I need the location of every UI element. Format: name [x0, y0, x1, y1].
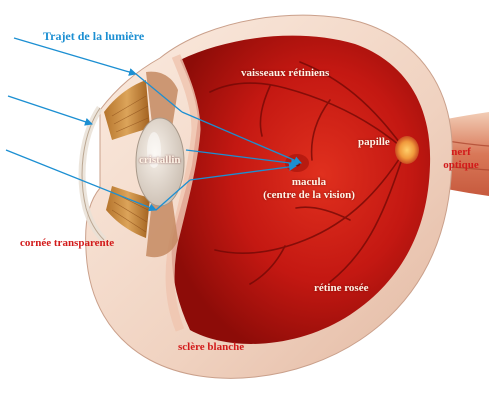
- label-sclera: sclère blanche: [178, 341, 244, 354]
- label-light-path: Trajet de la lumière: [43, 30, 144, 43]
- label-papilla: papille: [358, 136, 390, 149]
- light-ray-2: [8, 96, 92, 124]
- label-lens: cristallin: [139, 154, 181, 167]
- label-cornea: cornée transparente: [20, 237, 114, 250]
- label-optic-nerve-line2: optique: [436, 159, 486, 172]
- papilla-disc: [395, 136, 419, 164]
- label-optic-nerve-line1: nerf: [436, 146, 486, 159]
- label-optic-nerve: nerf optique: [436, 146, 486, 172]
- light-ray-1: [14, 38, 136, 74]
- label-retinal-vessels: vaisseaux rétiniens: [241, 67, 329, 80]
- label-macula-line2: (centre de la vision): [244, 189, 374, 202]
- label-macula-line1: macula: [244, 176, 374, 189]
- label-macula: macula (centre de la vision): [244, 176, 374, 202]
- label-retina: rétine rosée: [314, 282, 368, 295]
